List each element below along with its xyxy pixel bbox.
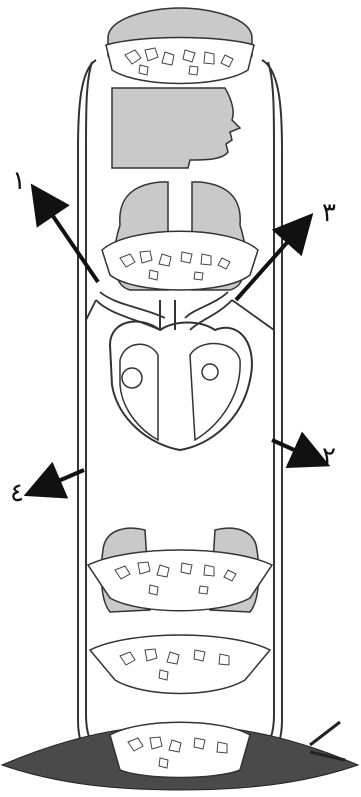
label-2: ٢ (322, 444, 336, 470)
label-4: ٤ (10, 480, 24, 506)
heart-icon (110, 300, 252, 450)
lungs-icon (102, 182, 258, 290)
digestive-capillary-bed (88, 528, 272, 612)
arrow-2 (272, 440, 312, 458)
kidney-capillary-bed (90, 635, 270, 694)
head-capillary-bed (106, 8, 254, 84)
arrow-1 (42, 200, 98, 282)
label-3: ٣ (322, 200, 336, 226)
label-1: ١ (12, 168, 26, 194)
head-silhouette-icon (112, 88, 240, 168)
muscle-capillary-bed (110, 722, 250, 777)
